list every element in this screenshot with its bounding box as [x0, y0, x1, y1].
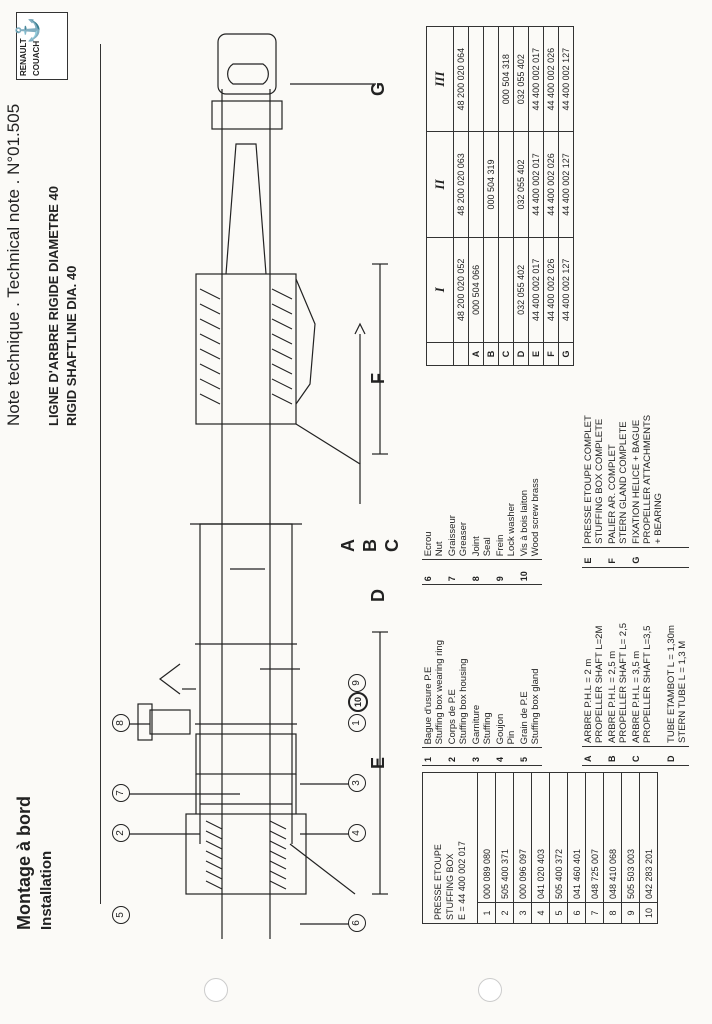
dim-label-e: E [368, 756, 388, 769]
callout-1: 1 [348, 714, 366, 732]
callout-2: 2 [112, 824, 130, 842]
dim-label-d: D [368, 589, 388, 602]
dim-label-g: G [368, 81, 388, 96]
callout-7: 7 [112, 784, 130, 802]
callout-3: 3 [348, 774, 366, 792]
dim-label-c: C [382, 539, 402, 552]
stuffing-box-header: PRESSE ETOUPE STUFFING BOX E = 44 400 00… [422, 772, 478, 924]
callout-9: 9 [348, 674, 366, 692]
dim-label-b: B [360, 539, 380, 552]
callout-4: 4 [348, 824, 366, 842]
callout-8: 8 [112, 714, 130, 732]
punch-hole-left [204, 978, 228, 1002]
punch-hole-right [478, 978, 502, 1002]
version-header-1: I [426, 237, 454, 343]
callout-6: 6 [348, 914, 366, 932]
callout-5: 5 [112, 906, 130, 924]
version-header-2: II [426, 131, 454, 238]
dim-label-f: F [368, 373, 388, 384]
version-header-3: III [426, 26, 454, 132]
stuffing-box-parts-table: PRESSE ETOUPE STUFFING BOX E = 44 400 00… [422, 772, 658, 924]
dim-label-a: A [338, 539, 358, 552]
callout-10: 10 [348, 692, 368, 712]
